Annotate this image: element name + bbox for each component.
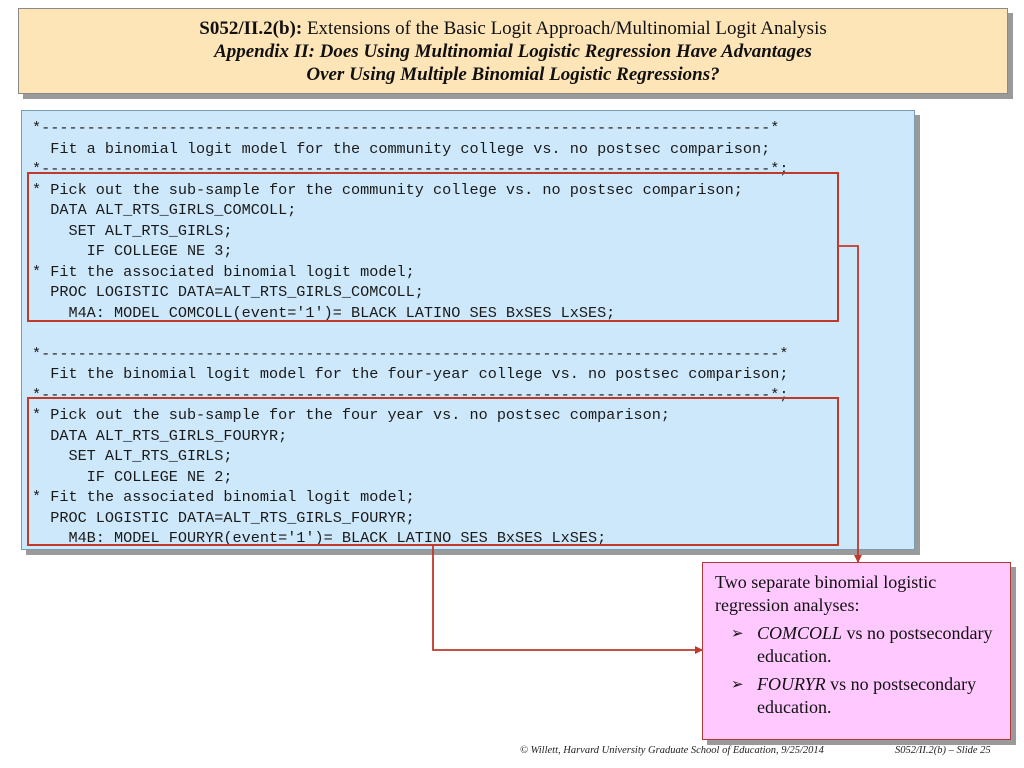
- code-line: IF COLLEGE NE 3;: [32, 242, 233, 260]
- annotation-item-fouryr: ➢ FOURYR vs no postsecondary education.: [715, 673, 998, 719]
- annotation-list: ➢ COMCOLL vs no postsecondary education.…: [715, 622, 998, 719]
- footer-credit: © Willett, Harvard University Graduate S…: [520, 745, 824, 756]
- arrow-bullet-icon: ➢: [731, 624, 744, 642]
- annotation-term: COMCOLL: [757, 623, 843, 643]
- code-line: M4B: MODEL FOURYR(event='1')= BLACK LATI…: [32, 529, 607, 547]
- header-subtitle-2: Over Using Multiple Binomial Logistic Re…: [306, 64, 720, 85]
- header-subtitle-1: Appendix II: Does Using Multinomial Logi…: [214, 41, 812, 62]
- annotation-intro: Two separate binomial logistic regressio…: [715, 572, 937, 615]
- footer-slide-number: S052/II.2(b) – Slide 25: [895, 745, 991, 756]
- code-line: IF COLLEGE NE 2;: [32, 467, 233, 486]
- header-title-line: S052/II.2(b): Extensions of the Basic Lo…: [19, 17, 1007, 40]
- code-line: *---------------------------------------…: [32, 344, 789, 363]
- sas-code-block: *---------------------------------------…: [32, 118, 788, 549]
- code-line: DATA ALT_RTS_GIRLS_FOURYR;: [32, 426, 288, 445]
- code-line: M4A: MODEL COMCOLL(event='1')= BLACK LAT…: [32, 303, 616, 322]
- code-line: SET ALT_RTS_GIRLS;: [32, 221, 233, 240]
- annotation-text: vs no postsecondary education.: [757, 623, 993, 666]
- code-line: * Pick out the sub-sample for the four y…: [32, 406, 670, 424]
- annotation-text: vs no postsecondary education.: [757, 674, 977, 717]
- annotation-callout: Two separate binomial logistic regressio…: [702, 562, 1011, 740]
- code-line: PROC LOGISTIC DATA=ALT_RTS_GIRLS_COMCOLL…: [32, 283, 424, 301]
- code-line: DATA ALT_RTS_GIRLS_COMCOLL;: [32, 201, 297, 219]
- code-line: SET ALT_RTS_GIRLS;: [32, 447, 233, 465]
- arrow-bullet-icon: ➢: [731, 675, 744, 693]
- annotation-item-comcoll: ➢ COMCOLL vs no postsecondary education.: [715, 622, 998, 668]
- fouryr-connector-arrow: [432, 546, 703, 654]
- comcoll-highlight-box: [27, 172, 839, 322]
- fouryr-highlight-box: [27, 397, 839, 546]
- code-line: * Fit the associated binomial logit mode…: [32, 262, 415, 281]
- code-line: * Fit the associated binomial logit mode…: [32, 488, 415, 506]
- code-line: Fit a binomial logit model for the commu…: [32, 139, 771, 158]
- slide-header: S052/II.2(b): Extensions of the Basic Lo…: [18, 8, 1008, 94]
- header-title: Extensions of the Basic Logit Approach/M…: [302, 18, 827, 39]
- code-line: * Pick out the sub-sample for the commun…: [32, 180, 743, 199]
- code-line: *---------------------------------------…: [32, 385, 789, 404]
- sas-code-panel: *---------------------------------------…: [21, 110, 915, 550]
- code-line: [32, 323, 788, 344]
- code-line: *---------------------------------------…: [32, 119, 780, 137]
- header-code: S052/II.2(b):: [199, 18, 303, 39]
- code-line: PROC LOGISTIC DATA=ALT_RTS_GIRLS_FOURYR;: [32, 508, 415, 527]
- annotation-term: FOURYR: [757, 674, 826, 694]
- code-line: Fit the binomial logit model for the fou…: [32, 365, 789, 383]
